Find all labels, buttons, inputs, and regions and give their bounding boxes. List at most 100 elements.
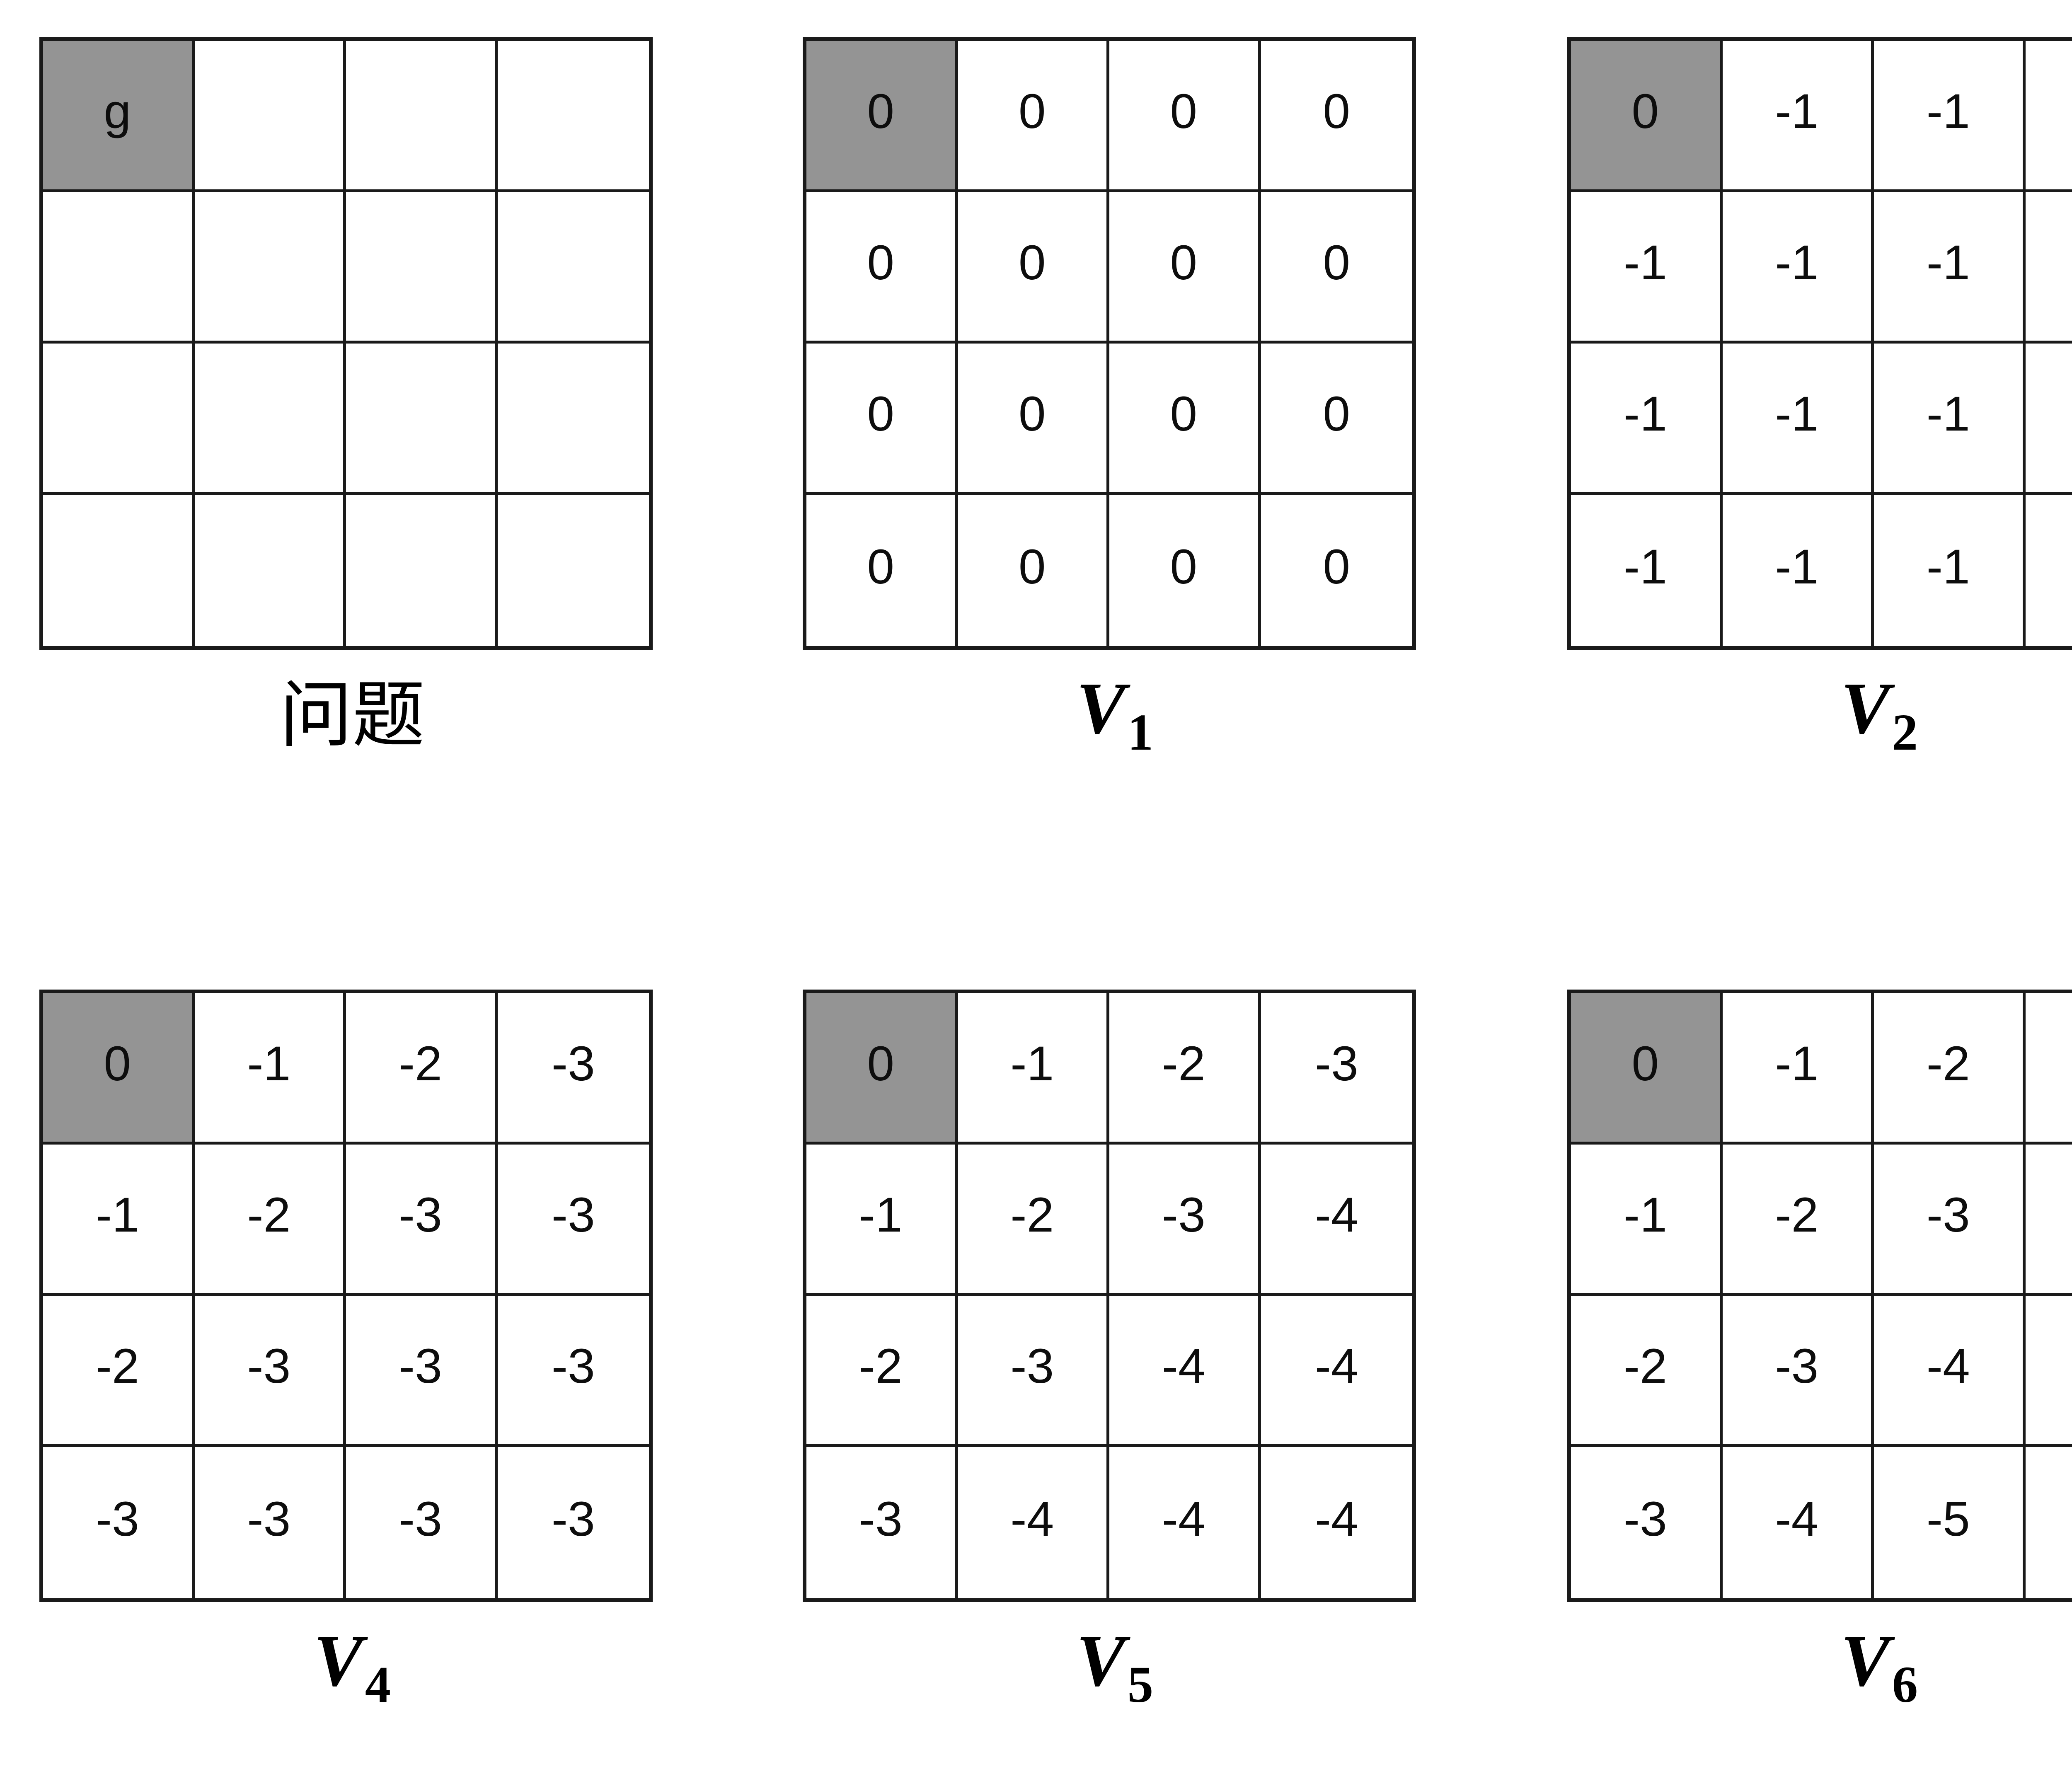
grid-cell: 0	[1109, 192, 1261, 344]
grid-panel-v5: 0-1-2-3-1-2-3-4-2-3-4-4-3-4-4-4	[803, 990, 1416, 1602]
value-grid: 0-1-2-3-1-2-3-3-2-3-3-3-3-3-3-3	[39, 990, 653, 1602]
caption-subscript: 2	[1892, 703, 1918, 761]
grid-cell: -3	[346, 1447, 498, 1598]
grid-cell: 0	[958, 495, 1109, 646]
grid-cell: -5	[1874, 1447, 2026, 1598]
grid-cell: 0	[1109, 495, 1261, 646]
grid-cell: -1	[43, 1145, 195, 1296]
grid-cell: -4	[1874, 1296, 2026, 1447]
grid-cell: -3	[2025, 993, 2072, 1145]
grid-cell: -3	[497, 1145, 649, 1296]
caption-symbol: V	[314, 1619, 363, 1701]
panel-caption-v7: V7	[0, 1624, 2072, 1710]
grid-cell: -2	[1722, 1145, 1874, 1296]
caption-text: 问题	[280, 675, 425, 756]
grid-cell: -3	[497, 1447, 649, 1598]
panel-caption-v1: V1	[0, 671, 2072, 758]
grid-cell: -1	[2025, 41, 2072, 192]
grid-cell	[194, 192, 346, 344]
grid-cell: 0	[958, 41, 1109, 192]
grid-cell: -1	[1722, 344, 1874, 495]
grid-cell	[497, 192, 649, 344]
grid-cell: -3	[346, 1145, 498, 1296]
grid-cell: -3	[346, 1296, 498, 1447]
grid-cell: -1	[1722, 993, 1874, 1145]
caption-subscript: 4	[365, 1655, 391, 1713]
grid-cell: -2	[1571, 1296, 1723, 1447]
grid-cell: -4	[1261, 1447, 1412, 1598]
grid-cell: -3	[194, 1447, 346, 1598]
caption-symbol: V	[1076, 1619, 1126, 1701]
grid-cell: -1	[1874, 495, 2026, 646]
caption-symbol: V	[1076, 667, 1126, 749]
grid-cell: -1	[1722, 41, 1874, 192]
grid-cell: 0	[806, 993, 958, 1145]
grid-cell: -2	[346, 993, 498, 1145]
grid-cell: -3	[1874, 1145, 2026, 1296]
grid-cell	[346, 41, 498, 192]
grid-cell	[194, 41, 346, 192]
caption-subscript: 6	[1892, 1655, 1918, 1713]
grid-cell: -1	[1571, 344, 1723, 495]
grid-cell: 0	[1261, 192, 1412, 344]
grid-panel-problem: g	[39, 37, 653, 650]
grid-cell	[43, 192, 195, 344]
grid-cell: -1	[2025, 344, 2072, 495]
grid-cell: -2	[1109, 993, 1261, 1145]
grid-cell: 0	[1571, 993, 1723, 1145]
grid-cell: -4	[1261, 1145, 1412, 1296]
grid-cell: -5	[2025, 1447, 2072, 1598]
grid-cell: 0	[1261, 495, 1412, 646]
value-grid: g	[39, 37, 653, 650]
grid-cell	[194, 344, 346, 495]
grid-panel-v2: 0-1-1-1-1-1-1-1-1-1-1-1-1-1-1-1	[1567, 37, 2072, 650]
grid-cell: 0	[1109, 41, 1261, 192]
grid-cell: 0	[1109, 344, 1261, 495]
grid-cell: 0	[43, 993, 195, 1145]
grid-cell: -4	[2025, 1145, 2072, 1296]
grid-cell: -2	[43, 1296, 195, 1447]
grid-cell: -2	[1874, 993, 2026, 1145]
grid-cell: -1	[958, 993, 1109, 1145]
grid-cell: -1	[1571, 1145, 1723, 1296]
grid-cell: -3	[1261, 993, 1412, 1145]
grid-cell: -1	[1874, 192, 2026, 344]
value-grid: 0-1-2-3-1-2-3-4-2-3-4-5-3-4-5-5	[1567, 990, 2072, 1602]
grid-cell: -4	[1722, 1447, 1874, 1598]
grid-panel-v6: 0-1-2-3-1-2-3-4-2-3-4-5-3-4-5-5	[1567, 990, 2072, 1602]
grid-cell	[497, 344, 649, 495]
grid-cell	[346, 344, 498, 495]
caption-subscript: 1	[1127, 703, 1153, 761]
grid-cell: 0	[958, 344, 1109, 495]
grid-cell: -4	[1109, 1447, 1261, 1598]
grid-cell: -1	[1874, 344, 2026, 495]
value-grid: 0-1-1-1-1-1-1-1-1-1-1-1-1-1-1-1	[1567, 37, 2072, 650]
caption-symbol: V	[1841, 667, 1890, 749]
grid-cell: -3	[1571, 1447, 1723, 1598]
grid-cell: -5	[2025, 1296, 2072, 1447]
grid-cell	[43, 344, 195, 495]
grid-cell: -3	[806, 1447, 958, 1598]
grid-cell: g	[43, 41, 195, 192]
caption-subscript: 5	[1127, 1655, 1153, 1713]
grid-cell: -4	[958, 1447, 1109, 1598]
grid-cell	[497, 495, 649, 646]
grid-cell: -1	[1874, 41, 2026, 192]
grid-cell: 0	[1571, 41, 1723, 192]
grid-cell: -3	[1722, 1296, 1874, 1447]
panel-caption-v4: V4	[0, 1624, 704, 1710]
panel-caption-v3: V3	[0, 671, 2072, 758]
grid-cell: 0	[1261, 41, 1412, 192]
panel-caption-v6: V6	[0, 1624, 2072, 1710]
grid-cell: 0	[806, 495, 958, 646]
grid-cell: -1	[806, 1145, 958, 1296]
grid-cell: 0	[1261, 344, 1412, 495]
grid-cell: 0	[806, 192, 958, 344]
grid-cell	[346, 495, 498, 646]
panel-caption-v5: V5	[0, 1624, 2072, 1710]
grid-cell: -2	[806, 1296, 958, 1447]
grid-panel-v4: 0-1-2-3-1-2-3-3-2-3-3-3-3-3-3-3	[39, 990, 653, 1602]
